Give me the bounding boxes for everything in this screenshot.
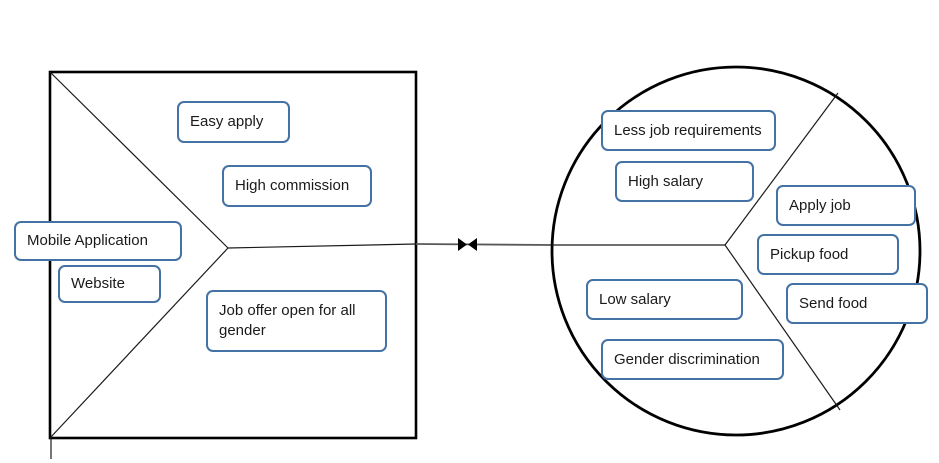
callout-box-label: Mobile Application [27, 232, 148, 249]
callout-box-label: Send food [799, 294, 868, 312]
callout-box-low-salary[interactable]: Low salary [586, 279, 743, 320]
callout-box-label: Pickup food [770, 245, 849, 263]
square-spoke-lower [49, 247, 229, 439]
square-spoke-lines [49, 71, 417, 439]
callout-box-send-food[interactable]: Send food [786, 283, 928, 324]
callout-box-website[interactable]: Website [58, 265, 161, 303]
square-spoke-upper [49, 71, 229, 249]
callout-box-pickup-food[interactable]: Pickup food [757, 234, 899, 275]
callout-box-mobile-application[interactable]: Mobile Application [14, 221, 182, 261]
square-spoke-right [227, 243, 417, 249]
callout-box-label: Less job requirements [614, 121, 762, 139]
callout-box-gender-discrimination[interactable]: Gender discrimination [601, 339, 784, 380]
callout-box-high-salary[interactable]: High salary [615, 161, 754, 202]
connector-line [415, 243, 553, 246]
callout-box-label: Apply job [789, 196, 851, 214]
callout-box-label: Website [71, 275, 125, 292]
circle-spoke-lines [552, 92, 841, 411]
double-arrow-marker-icon [458, 238, 477, 251]
callout-box-label: Easy apply [190, 113, 264, 130]
callout-box-label: Low salary [599, 290, 671, 308]
callout-box-job-offer-open-for-all-gender[interactable]: Job offer open for all gender [206, 290, 387, 352]
callout-box-label: Gender discrimination [614, 350, 760, 368]
callout-box-high-commission[interactable]: High commission [222, 165, 372, 207]
circle-shape [550, 65, 922, 437]
callout-box-label: Job offer open for all gender [219, 302, 360, 339]
circle-spoke-lower-right [724, 244, 841, 411]
callout-box-label: High salary [628, 172, 704, 190]
callout-box-label: High commission [235, 177, 350, 194]
circle-spoke-upper-right [724, 92, 839, 246]
callout-box-apply-job[interactable]: Apply job [776, 185, 916, 226]
callout-box-less-job-requirements[interactable]: Less job requirements [601, 110, 776, 151]
callout-box-easy-apply[interactable]: Easy apply [177, 101, 290, 143]
